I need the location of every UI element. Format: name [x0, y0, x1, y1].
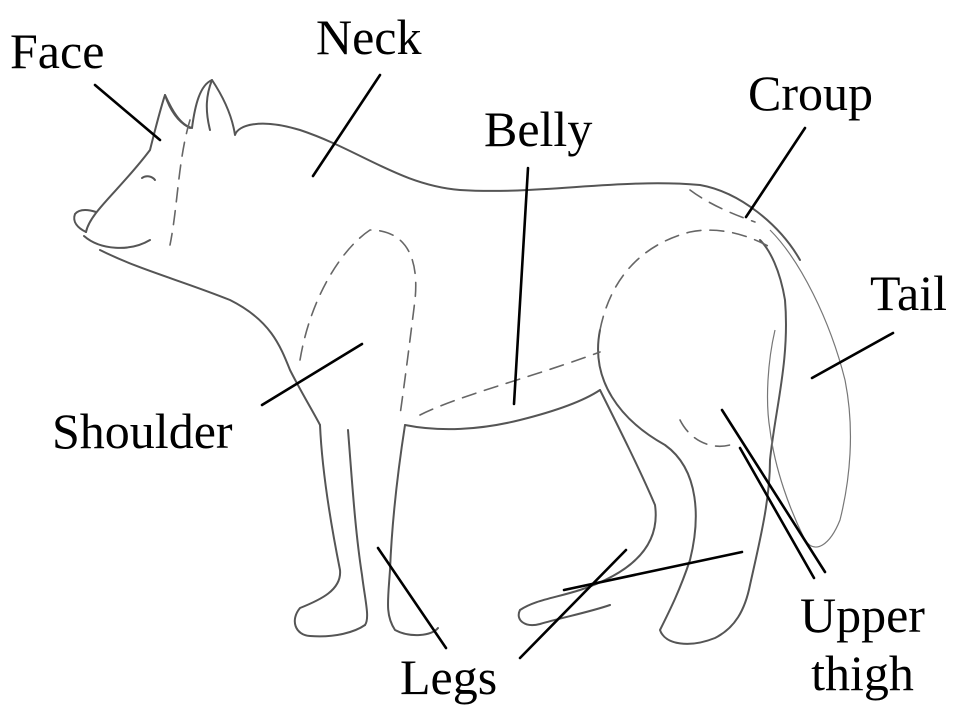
label-tail: Tail: [870, 268, 947, 318]
face-leader: [95, 85, 160, 140]
label-shoulder: Shoulder: [52, 406, 233, 456]
legs-leader-2: [520, 550, 626, 658]
croup-leader: [746, 128, 805, 217]
label-croup: Croup: [748, 68, 873, 118]
wolf-outline: [74, 80, 850, 644]
belly-leader: [514, 168, 528, 404]
leader-lines: [95, 75, 893, 658]
label-belly: Belly: [484, 104, 592, 154]
label-upper-thigh: Upper thigh: [800, 586, 925, 702]
tail-leader: [812, 333, 893, 378]
segment-dashes: [170, 120, 775, 446]
label-upper-thigh-line2: thigh: [800, 644, 925, 702]
label-legs: Legs: [400, 652, 497, 702]
label-face: Face: [10, 26, 104, 76]
label-neck: Neck: [316, 12, 422, 62]
shoulder-leader: [262, 344, 362, 405]
label-upper-thigh-line1: Upper: [800, 586, 925, 644]
legs-leader-3: [564, 552, 742, 590]
